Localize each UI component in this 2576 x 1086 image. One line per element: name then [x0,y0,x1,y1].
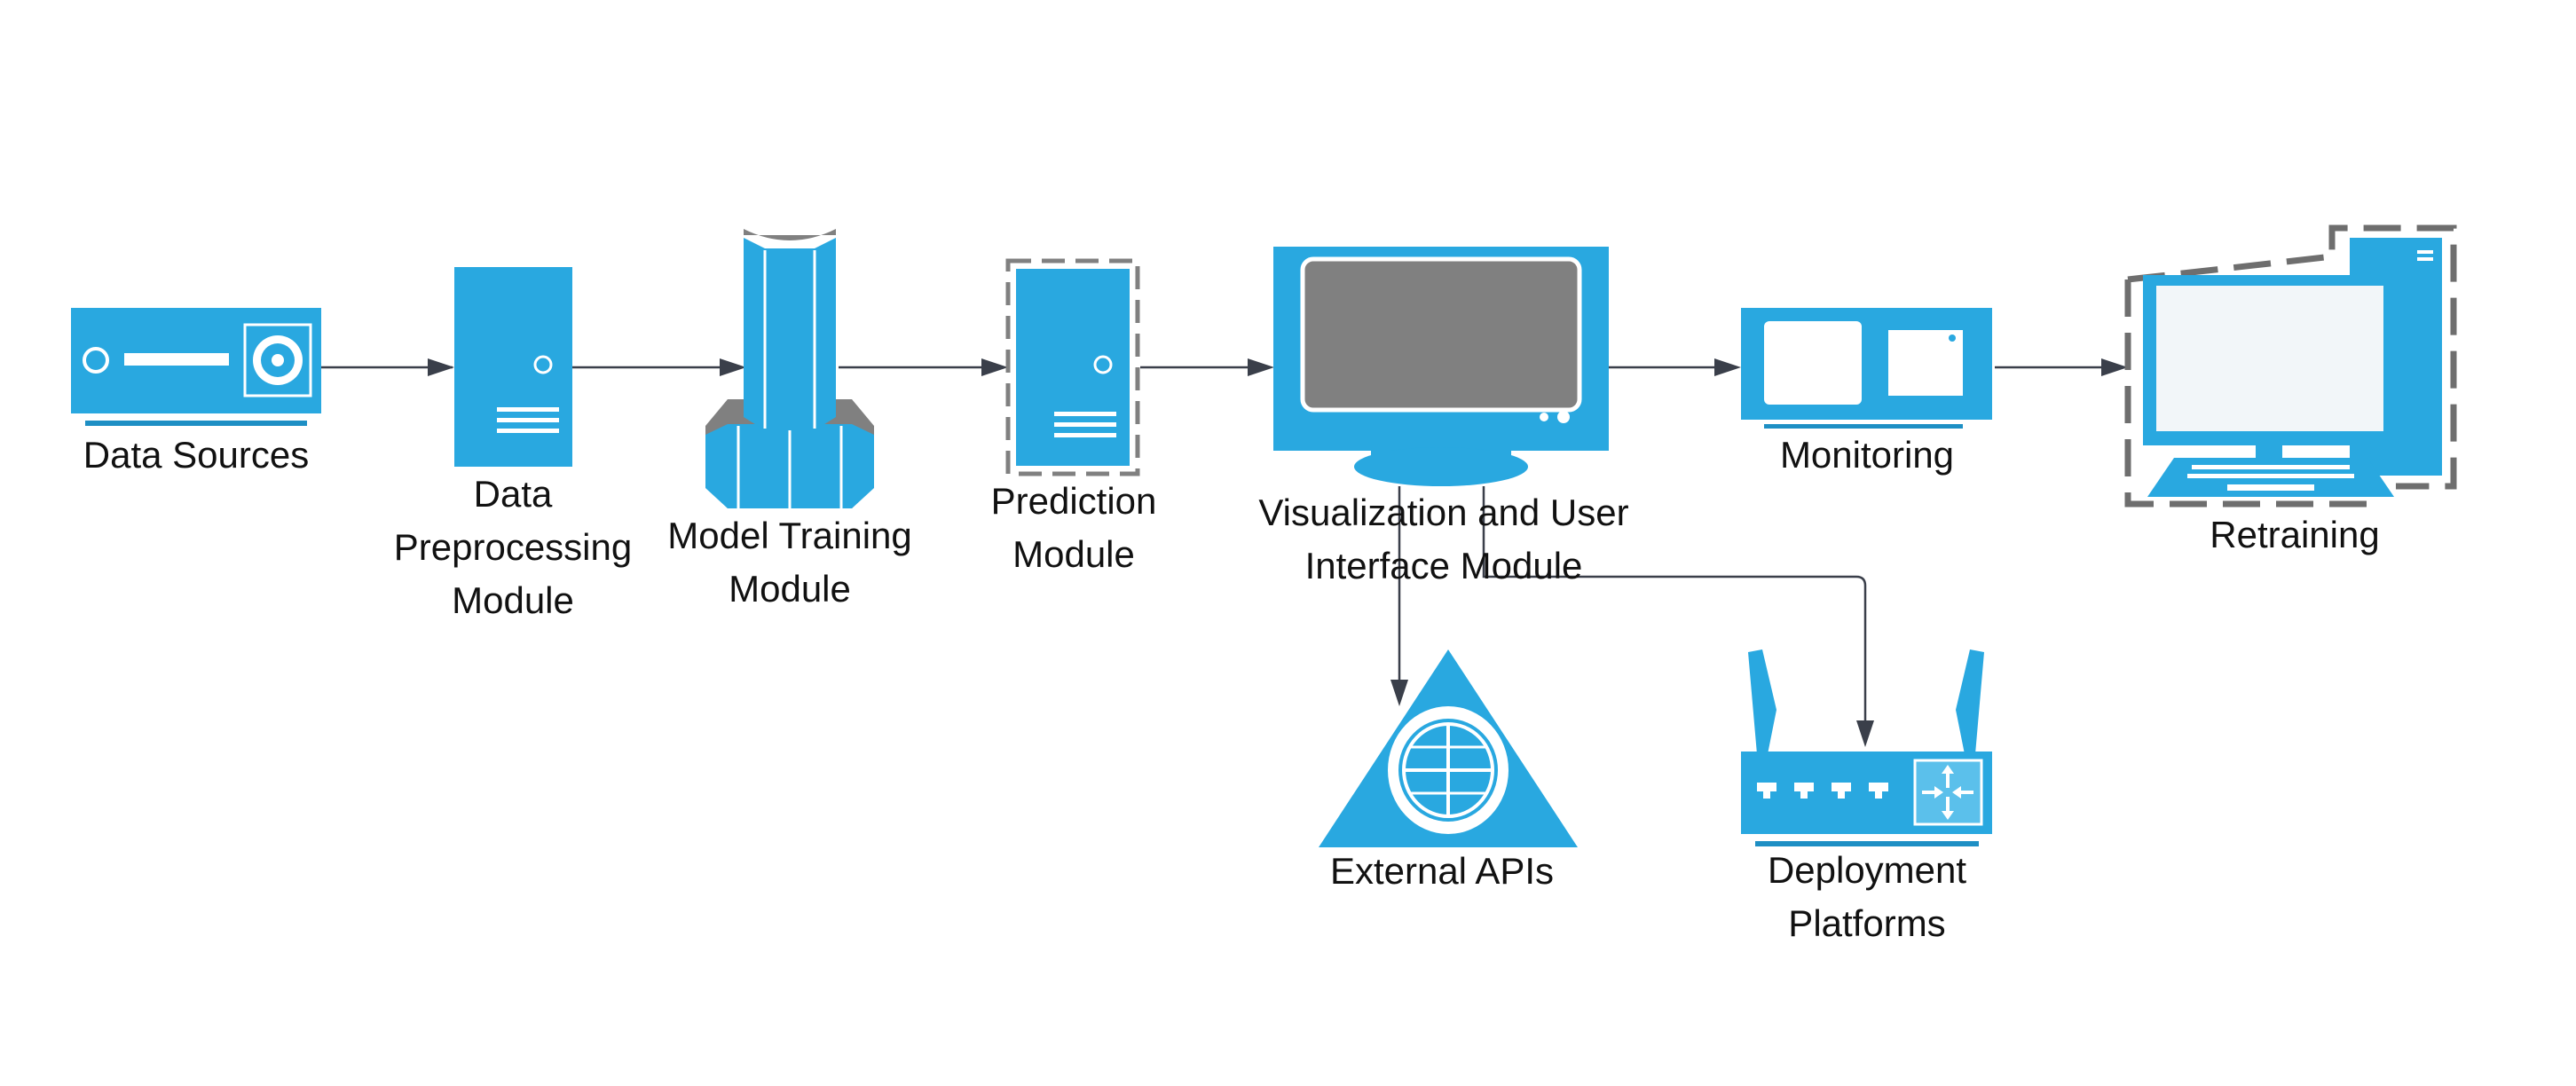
label-line: Preprocessing [393,526,633,568]
server-tower-icon[interactable] [454,267,572,467]
label-line: Interface Module [1304,545,1583,586]
label-retraining: Retraining [2210,508,2379,562]
edge-visualization-to-external-apis-head [1390,680,1408,706]
label-line: External APIs [1329,850,1555,892]
media-server-icon[interactable] [71,308,321,426]
edge-preprocessing-to-training-head [720,358,746,376]
video-wall-icon[interactable] [1741,308,1992,429]
edge-prediction-to-visualization-head [1248,358,1274,376]
label-line: Deployment [1767,849,1967,891]
label-line: Data Sources [83,434,310,476]
label-line: Module [452,579,574,621]
mainframe-column-icon[interactable] [705,229,874,508]
edge-training-to-prediction-head [981,358,1008,376]
label-prediction: Prediction Module [991,475,1157,581]
label-line: Module [729,568,851,610]
edge-data-sources-to-preprocessing-head [428,358,454,376]
label-preprocessing: Data Preprocessing Module [394,468,632,627]
label-line: Data [473,473,553,515]
label-deployment: Deployment Platforms [1768,844,1966,950]
label-visualization: Visualization and User Interface Module [1258,486,1628,593]
edge-visualization-to-deployment-head [1856,720,1874,747]
monitor-icon[interactable] [1273,247,1609,486]
virtual-workstation-icon[interactable] [2124,224,2457,508]
label-line: Module [1012,533,1135,575]
web-service-icon[interactable] [1319,649,1578,847]
edges [321,358,2128,747]
label-line: Model Training [667,515,912,556]
wireless-router-icon[interactable] [1741,649,1992,846]
edge-monitoring-to-retraining-head [2101,358,2128,376]
label-monitoring: Monitoring [1780,429,1954,482]
label-training: Model Training Module [667,509,911,616]
label-line: Monitoring [1779,434,1955,476]
label-external-apis: External APIs [1330,845,1554,898]
label-line: Platforms [1788,902,1946,944]
edge-visualization-to-monitoring-head [1714,358,1741,376]
label-line: Prediction [990,480,1157,522]
edge-visualization-to-deployment [1482,486,1867,724]
label-data-sources: Data Sources [83,429,309,482]
virtual-server-icon[interactable] [1005,258,1140,476]
label-line: Visualization and User [1258,492,1629,533]
label-line: Retraining [2210,514,2380,555]
